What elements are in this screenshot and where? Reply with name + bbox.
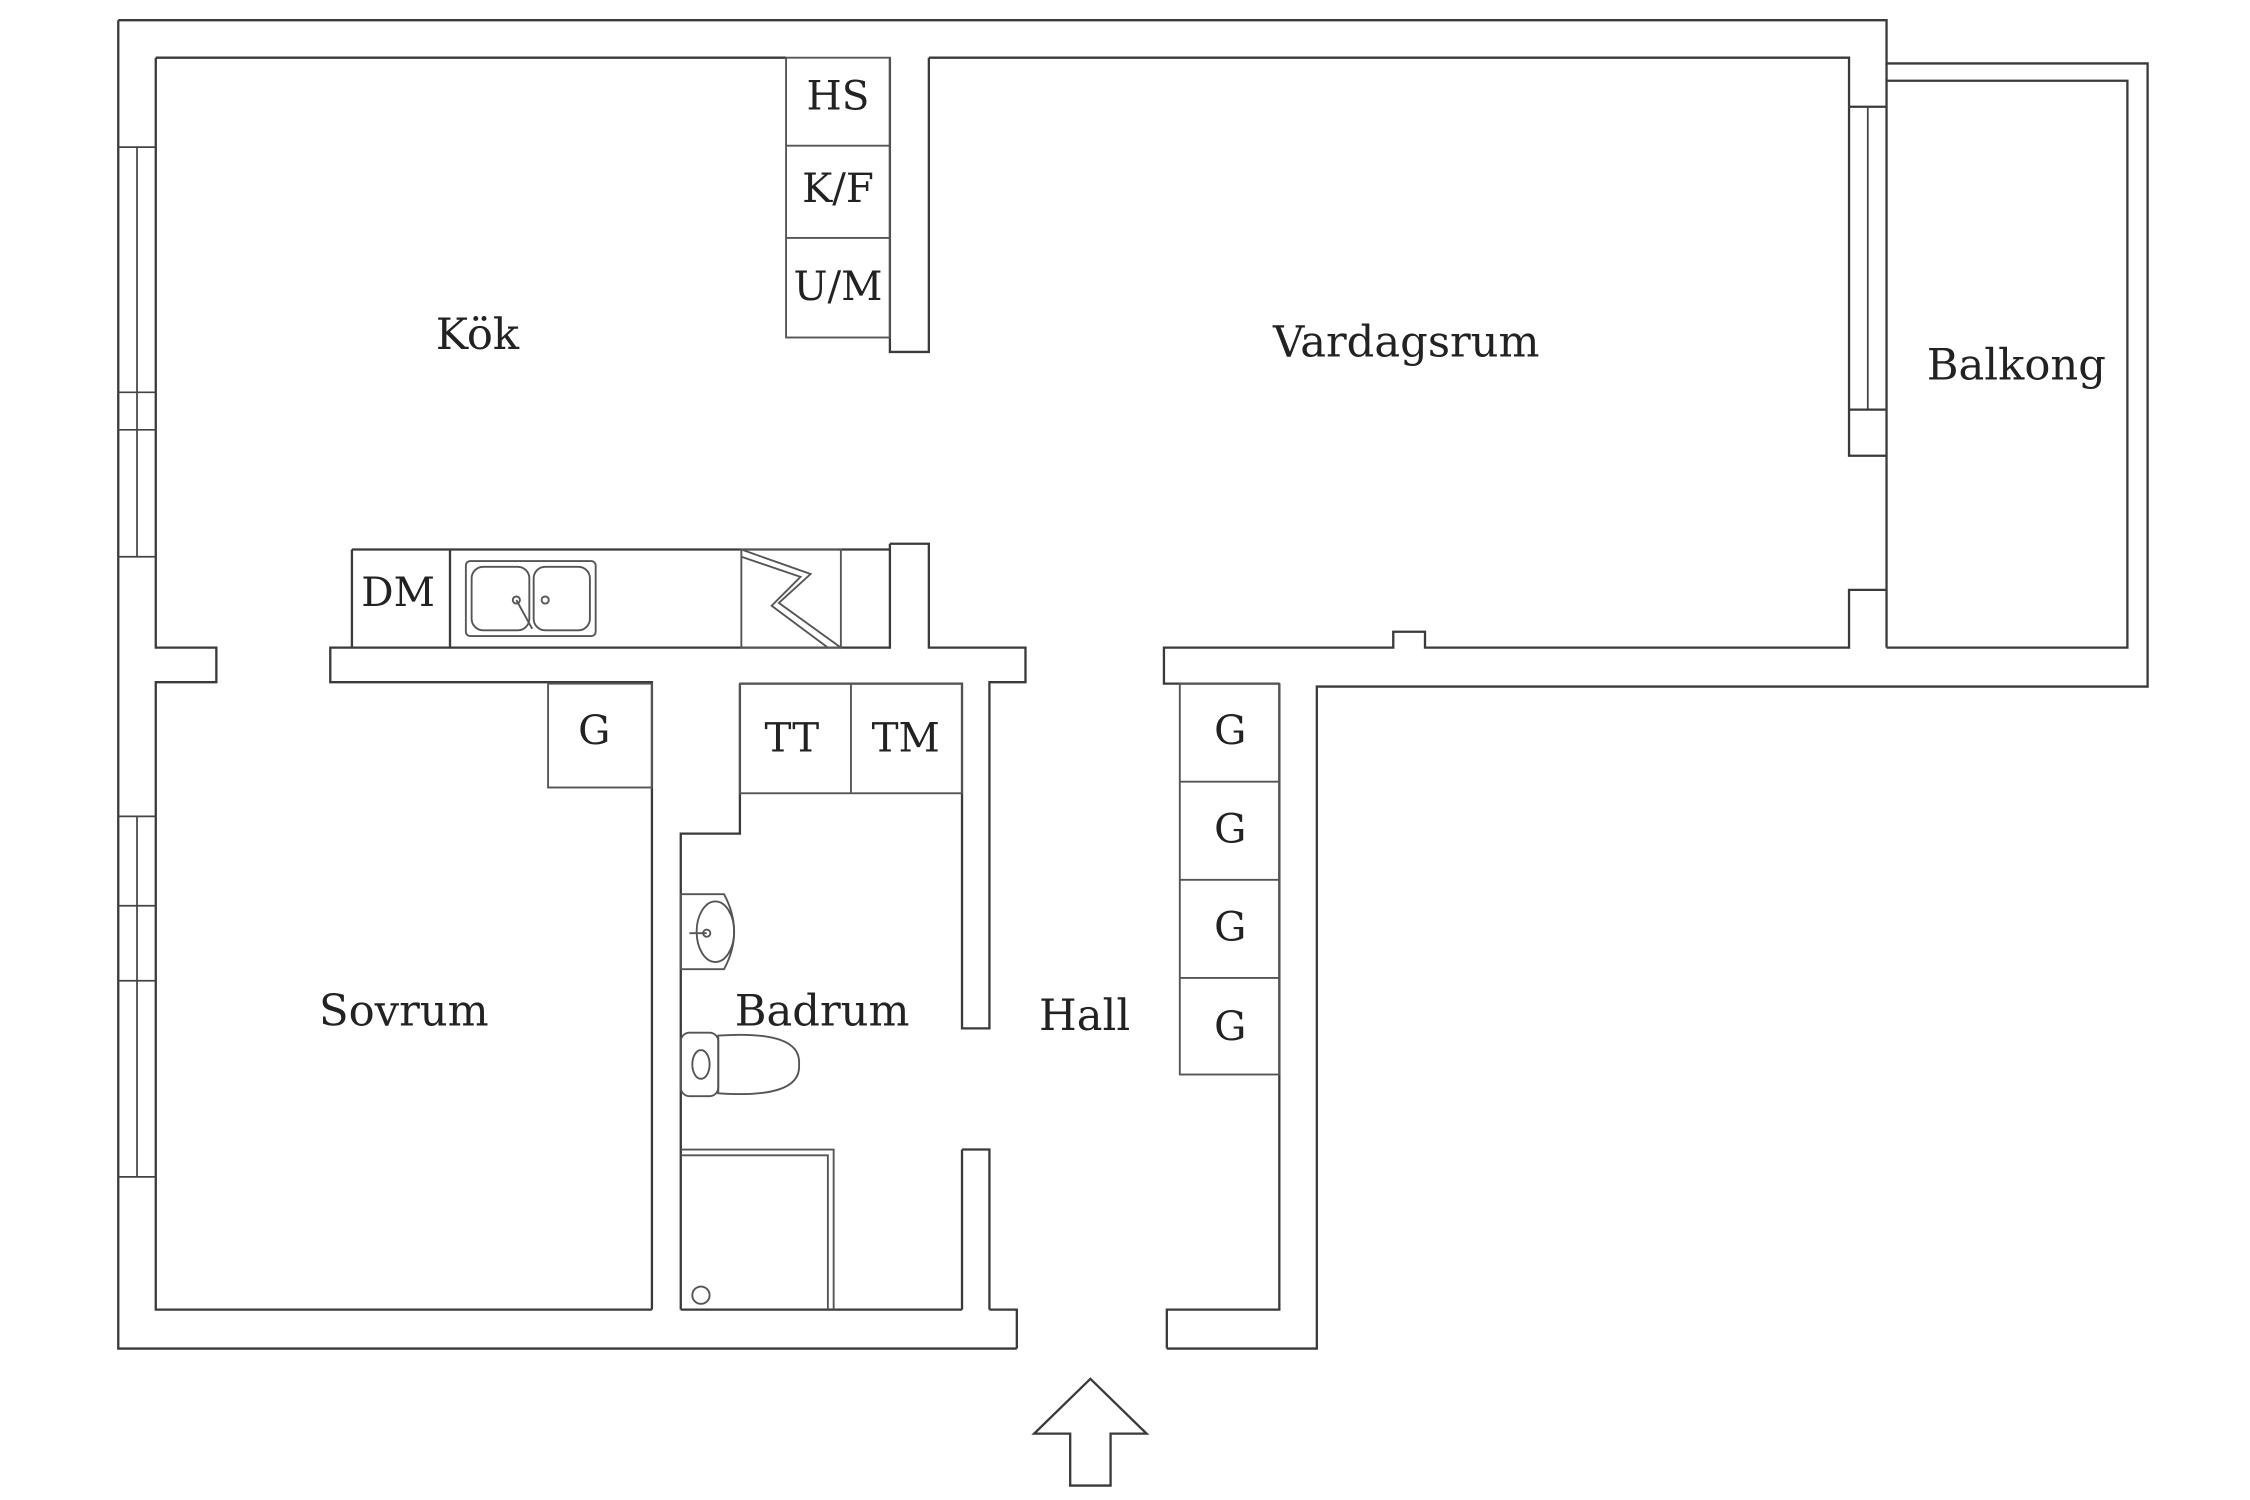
toilet-icon [679,1031,800,1098]
wardrobe-bedroom [547,682,653,789]
kitchen-tall-units [785,56,891,339]
balcony-wall [1162,63,2129,685]
fixture-tm: TM [872,714,940,761]
fixture-dm: DM [361,569,435,616]
hall-wardrobes [1178,682,1281,1076]
fixture-g-sovrum: G [578,707,610,754]
entrance-arrow-icon [1031,1377,1150,1487]
fixture-g-hall-3: G [1214,903,1246,950]
room-label-sovrum: Sovrum [319,986,489,1036]
fixture-g-hall-2: G [1214,805,1246,852]
room-label-hall: Hall [1039,991,1130,1041]
outer-walls [117,19,2149,1350]
room-label-badrum: Badrum [735,986,910,1036]
fixture-kf: K/F [802,165,874,212]
shower-icon [680,1148,835,1310]
fixture-g-hall-1: G [1214,707,1246,754]
room-label-vardagsrum: Vardagsrum [1272,317,1540,367]
fixture-um: U/M [793,263,882,310]
fixture-tt: TT [765,714,820,761]
fixture-g-hall-4: G [1214,1003,1246,1050]
stove-icon [740,548,842,649]
room-label-kok: Kök [436,310,520,360]
windows-left [118,146,156,1178]
washbasin-icon [679,893,736,971]
room-label-balkong: Balkong [1927,340,2106,390]
kitchen-sink-icon [464,560,597,637]
fixture-hs: HS [807,73,870,120]
laundry-units [738,682,963,795]
